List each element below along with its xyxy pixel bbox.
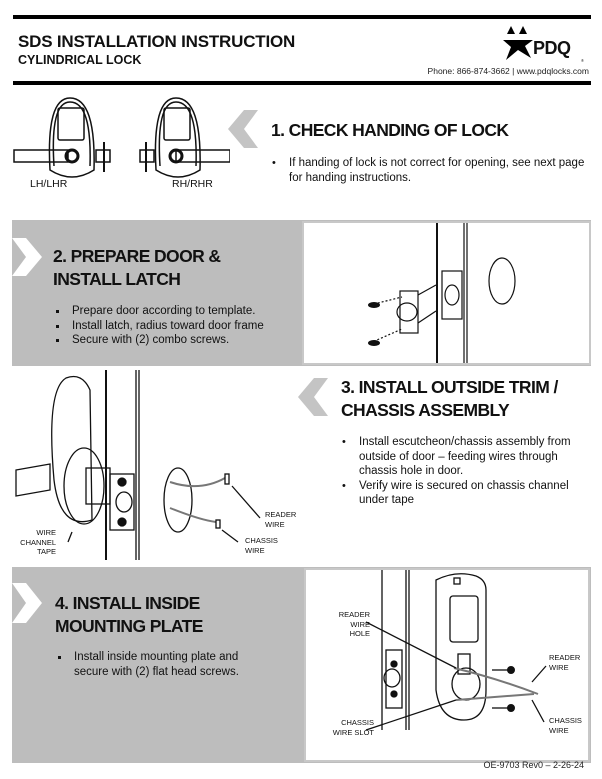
reader-wire-hole-label: READER WIRE HOLE: [338, 610, 370, 638]
lock-handing-illustration-icon: [13, 97, 231, 178]
reader-wire-label: READER WIRE: [265, 510, 297, 529]
step3-title: 3. INSTALL OUTSIDE TRIM / CHASSIS ASSEMB…: [341, 376, 558, 422]
document-id: OE-9703 Rev0 – 2-26-24: [483, 760, 584, 770]
rh-label: RH/RHR: [172, 178, 213, 190]
chassis-wire-label: CHASSIS WIRE: [549, 716, 582, 735]
document-subtitle: CYLINDRICAL LOCK: [18, 53, 142, 67]
step2-bullet: Secure with (2) combo screws.: [53, 333, 298, 348]
step3-bullet: Verify wire is secured on chassis channe…: [340, 479, 590, 508]
step3-title-line2: CHASSIS ASSEMBLY: [341, 400, 510, 420]
step4-bullets: Install inside mounting plate and secure…: [55, 650, 265, 679]
step3-bullet: Install escutcheon/chassis assembly from…: [340, 435, 590, 479]
step2-title-line2: INSTALL LATCH: [53, 269, 181, 289]
step2-figure-panel: [302, 221, 591, 365]
step2-bullets: Prepare door according to template. Inst…: [53, 304, 298, 348]
chassis-wire-label: CHASSIS WIRE: [245, 536, 278, 555]
pdq-logo: PDQ ®: [503, 24, 585, 64]
step1-figure: [10, 92, 231, 192]
header-bottom-rule: [13, 81, 591, 85]
step4-title: 4. INSTALL INSIDE MOUNTING PLATE: [55, 592, 203, 638]
step2-bullet: Prepare door according to template.: [53, 304, 298, 319]
chassis-install-illustration-icon: [15, 370, 261, 560]
document-title: SDS INSTALLATION INSTRUCTION: [18, 32, 296, 51]
step4-bullet: Install inside mounting plate and secure…: [55, 650, 265, 679]
registered-mark: ®: [581, 58, 584, 63]
step1-title: 1. CHECK HANDING OF LOCK: [271, 120, 509, 140]
chevron-right-icon: [12, 238, 42, 276]
step4-title-line2: MOUNTING PLATE: [55, 616, 203, 636]
wire-channel-tape-label: WIRE CHANNEL TAPE: [20, 528, 56, 556]
step2-title-line1: 2. PREPARE DOOR &: [53, 246, 221, 266]
step1-bullet: If handing of lock is not correct for op…: [270, 156, 590, 185]
step1-bullets: If handing of lock is not correct for op…: [270, 156, 590, 185]
step3-figure: [10, 370, 310, 560]
contact-info: Phone: 866-874-3662 | www.pdqlocks.com: [427, 66, 589, 76]
latch-install-illustration-icon: [368, 223, 516, 363]
chevron-left-icon: [228, 110, 258, 148]
mounting-plate-illustration-icon: [365, 570, 547, 731]
step2-bullet: Install latch, radius toward door frame: [53, 319, 298, 334]
step4-figure-panel: [304, 568, 590, 762]
step2-title: 2. PREPARE DOOR & INSTALL LATCH: [53, 245, 221, 291]
step3-bullets: Install escutcheon/chassis assembly from…: [340, 435, 590, 508]
lh-label: LH/LHR: [30, 178, 68, 190]
reader-wire-label: READER WIRE: [549, 653, 581, 672]
logo-text: PDQ: [533, 38, 571, 58]
step3-title-line1: 3. INSTALL OUTSIDE TRIM /: [341, 377, 558, 397]
chevron-left-icon: [298, 378, 328, 416]
step4-title-line1: 4. INSTALL INSIDE: [55, 593, 200, 613]
star-logo-icon: [503, 26, 533, 60]
chevron-right-icon: [12, 583, 42, 623]
header-top-rule: [13, 15, 591, 19]
chassis-wire-slot-label: CHASSIS WIRE SLOT: [332, 718, 374, 737]
